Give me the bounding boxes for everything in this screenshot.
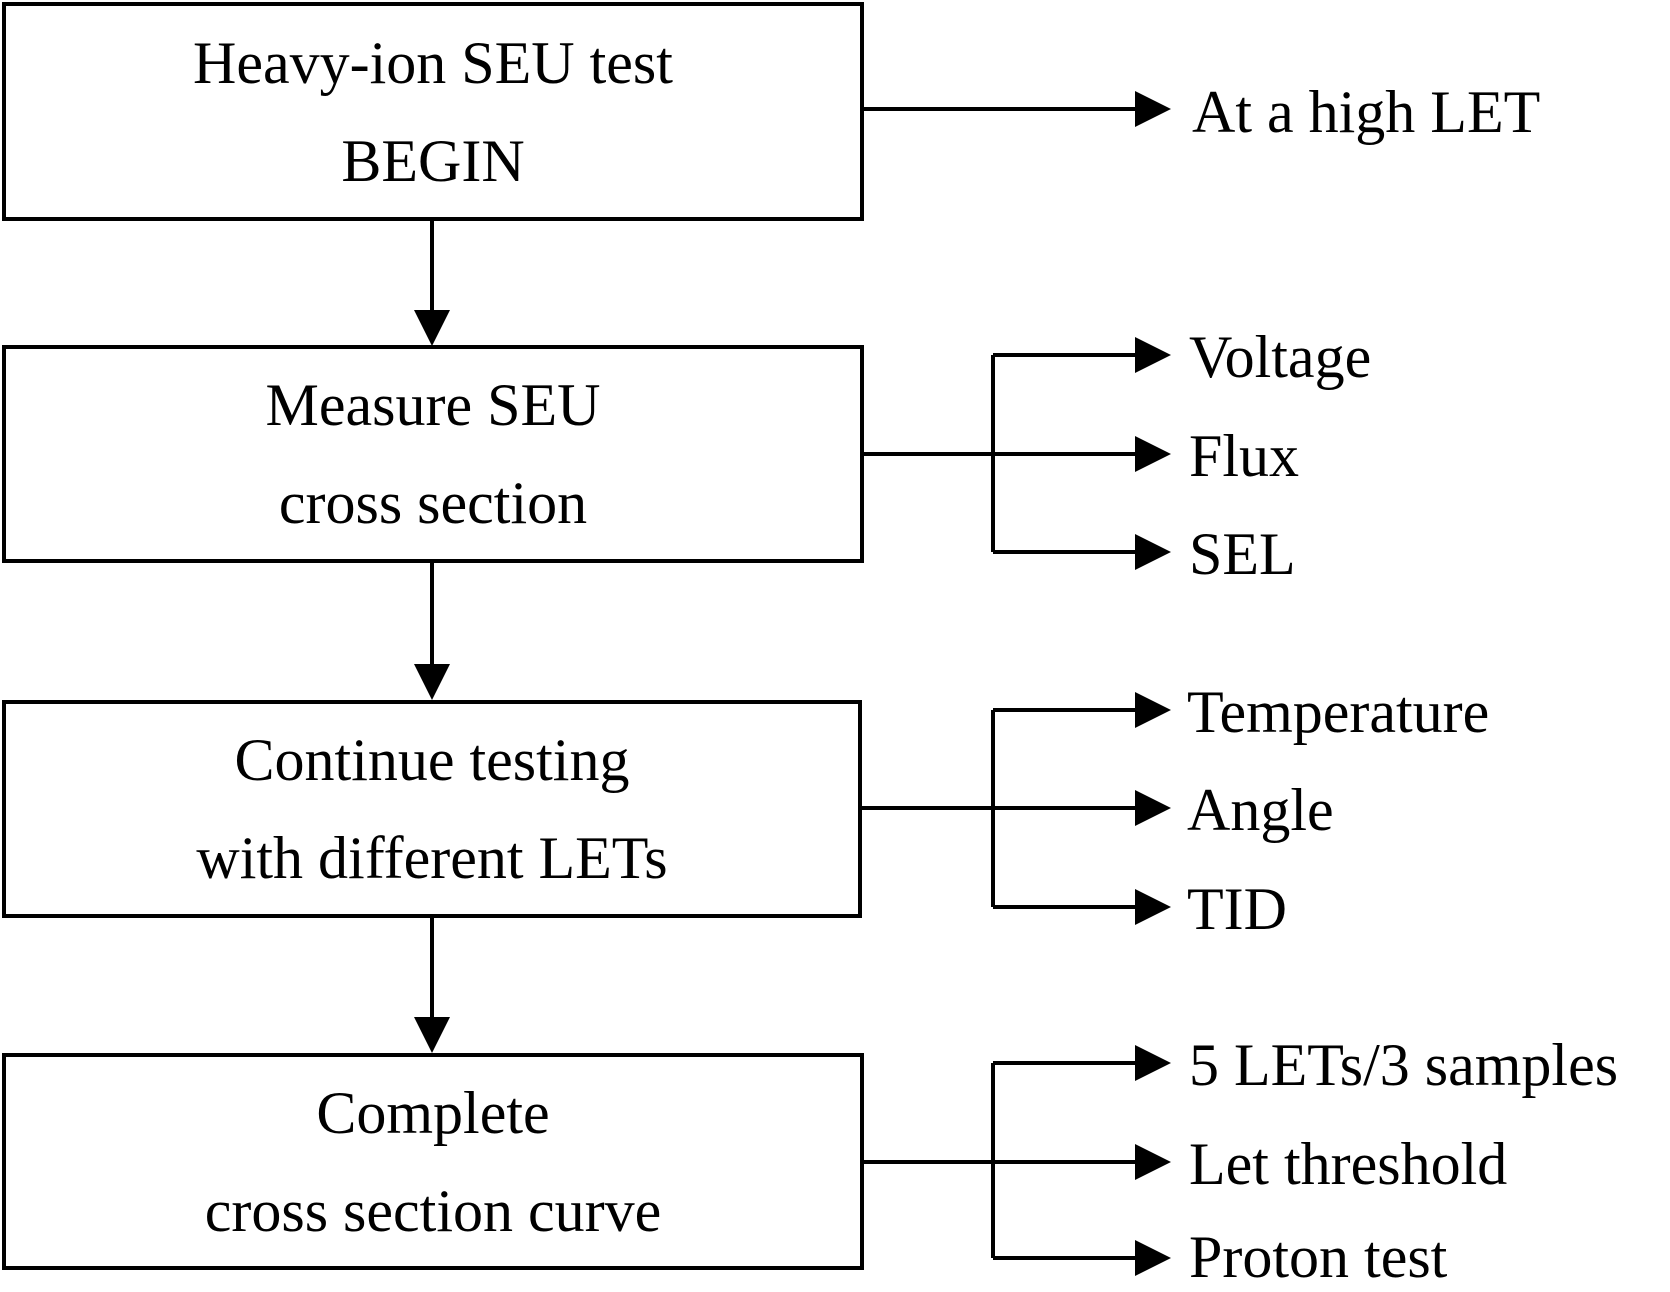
step-box-measure-line2: cross section (278, 470, 588, 536)
step-box-complete: Complete cross section curve (2, 1053, 864, 1270)
output-label-high-let: At a high LET (1192, 79, 1541, 145)
arrowhead-right-let-threshold (1135, 1144, 1171, 1180)
arrowhead-right-temperature (1135, 692, 1171, 728)
output-label-tid: TID (1187, 876, 1287, 942)
arrowhead-right-voltage (1135, 337, 1171, 373)
arrowhead-right-angle (1135, 790, 1171, 826)
output-label-sel: SEL (1189, 521, 1296, 587)
output-label-5lets-3samples: 5 LETs/3 samples (1189, 1032, 1619, 1098)
arrowhead-down-1 (414, 310, 450, 346)
output-label-angle: Angle (1187, 777, 1334, 843)
step-box-begin-line1: Heavy-ion SEU test (193, 29, 673, 96)
step-box-continue-line2: with different LETs (196, 825, 668, 891)
arrowhead-down-2 (414, 664, 450, 700)
output-label-temperature: Temperature (1187, 679, 1490, 745)
output-label-let-threshold: Let threshold (1189, 1131, 1508, 1197)
arrowhead-right-5lets (1135, 1045, 1171, 1081)
step-box-complete-line2: cross section curve (204, 1177, 662, 1244)
arrowhead-down-3 (414, 1017, 450, 1053)
arrowhead-right-proton (1135, 1240, 1171, 1276)
arrowhead-right-tid (1135, 889, 1171, 925)
output-label-flux: Flux (1189, 423, 1300, 489)
output-label-voltage: Voltage (1189, 324, 1372, 390)
step-box-begin: Heavy-ion SEU test BEGIN (2, 2, 864, 221)
step-box-complete-line1: Complete (316, 1079, 550, 1146)
output-label-proton-test: Proton test (1189, 1224, 1448, 1290)
step-box-measure: Measure SEU cross section (2, 345, 864, 563)
step-box-measure-line1: Measure SEU (265, 372, 601, 438)
step-box-continue: Continue testing with different LETs (2, 700, 862, 918)
arrowhead-right-flux (1135, 436, 1171, 472)
step-box-begin-line2: BEGIN (341, 127, 525, 194)
arrowhead-right-high-let (1135, 91, 1171, 127)
step-box-continue-line1: Continue testing (234, 727, 630, 793)
arrowhead-right-sel (1135, 534, 1171, 570)
